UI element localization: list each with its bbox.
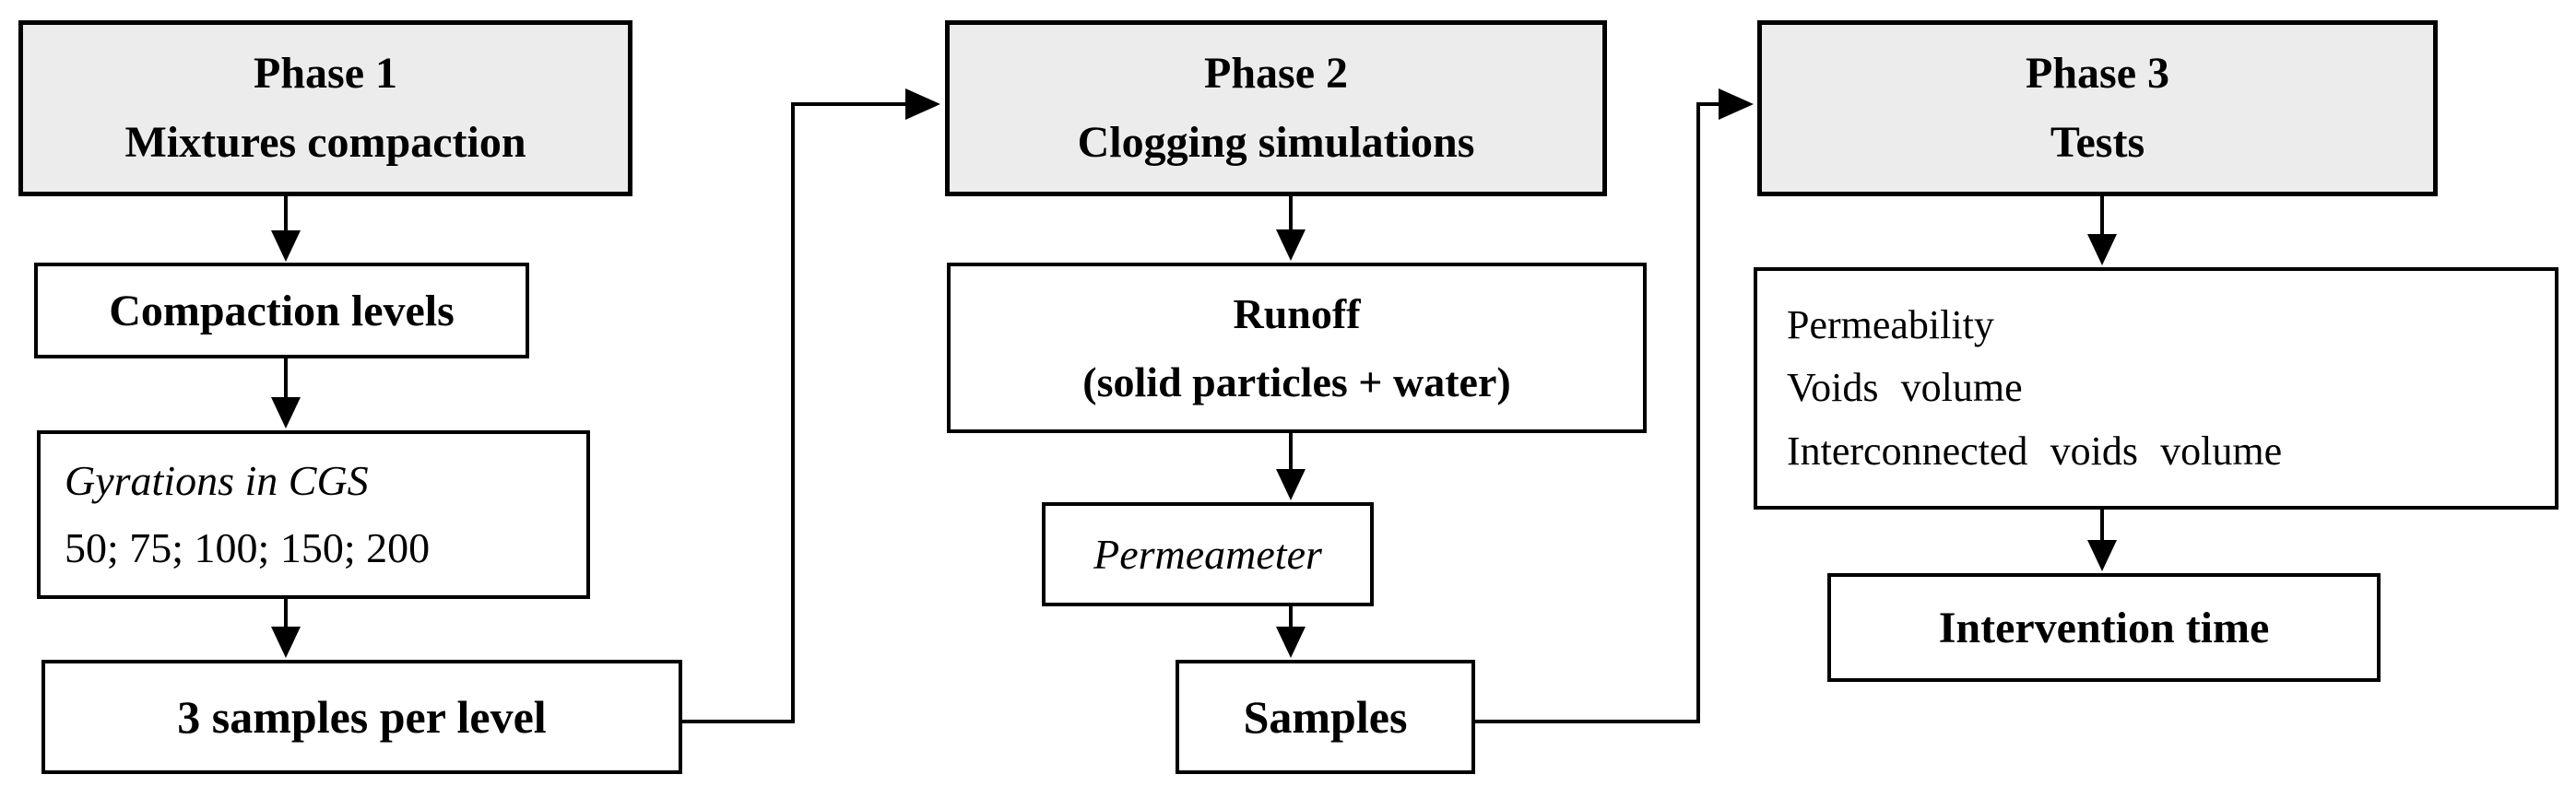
- arrow-compaction-levels-to-gyrations: [271, 358, 301, 428]
- samples-box: Samples: [1176, 660, 1475, 774]
- phase3-subtitle: Tests: [2050, 117, 2145, 167]
- phase1-title: Phase 1: [254, 49, 397, 99]
- arrow-phase3-to-tests: [2087, 196, 2117, 265]
- phase1-header-box: Phase 1 Mixtures compaction: [18, 20, 632, 196]
- tests-box: Permeability Voids volume Interconnected…: [1754, 267, 2558, 510]
- runoff-title: Runoff: [1233, 289, 1361, 337]
- permeameter-box: Permeameter: [1042, 502, 1374, 606]
- gyrations-values: 50; 75; 100; 150; 200: [65, 523, 431, 571]
- runoff-box: Runoff (solid particles + water): [947, 263, 1647, 433]
- phase3-header-box: Phase 3 Tests: [1757, 20, 2438, 196]
- arrow-phase2-to-runoff: [1276, 196, 1306, 261]
- intervention-time-box: Intervention time: [1827, 573, 2381, 682]
- gyrations-title: Gyrations in CGS: [65, 456, 369, 504]
- samples-per-level-label: 3 samples per level: [177, 691, 547, 743]
- permeameter-label: Permeameter: [1093, 531, 1322, 578]
- runoff-subtitle: (solid particles + water): [1082, 358, 1511, 405]
- arrow-runoff-to-permeameter: [1276, 433, 1306, 500]
- arrow-phase1-to-compaction-levels: [271, 196, 301, 262]
- gyrations-box: Gyrations in CGS 50; 75; 100; 150; 200: [37, 430, 590, 599]
- tests-item-voids-volume: Voids volume: [1787, 365, 2023, 411]
- arrow-tests-to-intervention-time: [2087, 510, 2117, 571]
- compaction-levels-label: Compaction levels: [109, 286, 455, 335]
- samples-label: Samples: [1243, 691, 1408, 743]
- phase3-title: Phase 3: [2026, 49, 2169, 99]
- phase2-subtitle: Clogging simulations: [1077, 117, 1475, 167]
- phase2-header-box: Phase 2 Clogging simulations: [945, 20, 1607, 196]
- intervention-time-label: Intervention time: [1938, 603, 2270, 652]
- phase1-subtitle: Mixtures compaction: [124, 117, 526, 167]
- arrow-gyrations-to-samples-per-level: [271, 599, 301, 658]
- arrow-permeameter-to-samples: [1276, 606, 1306, 658]
- tests-item-interconnected-voids-volume: Interconnected voids volume: [1787, 428, 2283, 474]
- connector-samples-per-level-to-phase2: [682, 88, 940, 723]
- connector-samples-to-phase3: [1475, 88, 1754, 723]
- tests-item-permeability: Permeability: [1787, 302, 1994, 348]
- samples-per-level-box: 3 samples per level: [41, 660, 682, 774]
- phase2-title: Phase 2: [1204, 49, 1348, 99]
- compaction-levels-box: Compaction levels: [34, 263, 529, 358]
